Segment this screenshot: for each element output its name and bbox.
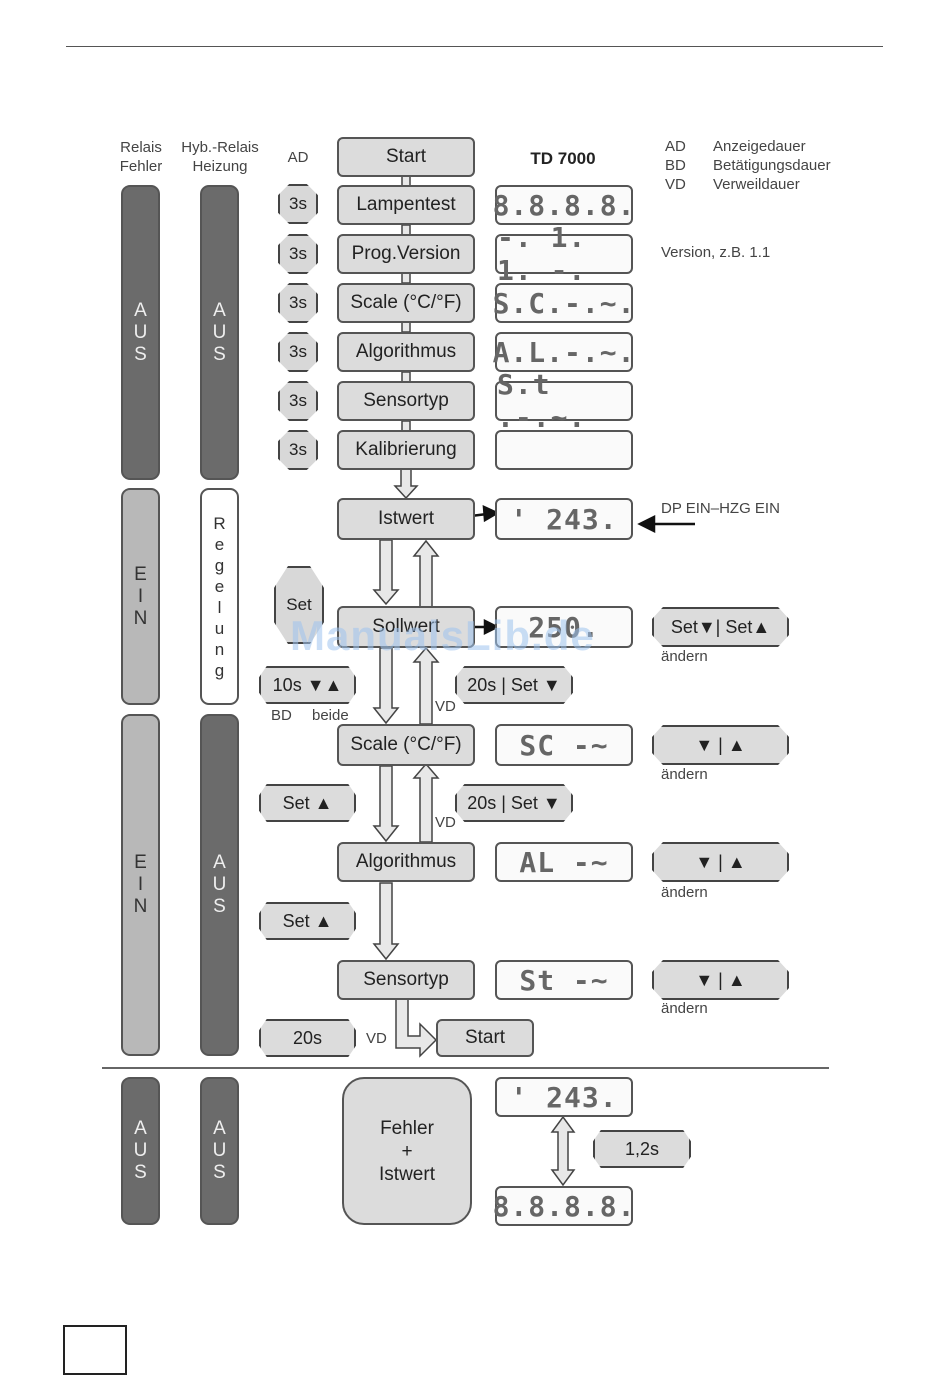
step-start: Start: [337, 137, 475, 177]
header-ad: AD: [287, 149, 309, 166]
timer-1-2s-button[interactable]: 1,2s: [593, 1130, 691, 1168]
legend-bd-key: BD: [665, 157, 686, 174]
aendern-sollwert: ändern: [661, 648, 708, 665]
timer-3s-prog-version: 3s: [278, 234, 318, 274]
arrow-sensortyp-start: [395, 997, 438, 1058]
display-sensortyp: S.t .-.~.: [495, 368, 633, 434]
arrow-scale-alg: [372, 765, 400, 843]
timer-10s-button[interactable]: 10s ▼▲: [259, 666, 356, 704]
legend-bd-val: Betätigungsdauer: [713, 157, 831, 174]
aendern-sensortyp: ändern: [661, 1000, 708, 1017]
arrow-alg-sollwert: [412, 762, 440, 843]
set-button-tall[interactable]: Set: [274, 566, 324, 644]
timer-3s-scale: 3s: [278, 283, 318, 323]
timer-20s-button[interactable]: 20s: [259, 1019, 356, 1057]
step-sollwert: Sollwert: [337, 606, 475, 648]
timer-20s-set-down-button-2[interactable]: 20s | Set ▼: [455, 784, 573, 822]
aendern-scale: ändern: [661, 766, 708, 783]
hyb-relais-aus-bar-2: A U S: [200, 714, 239, 1056]
step-sensortyp-2: Sensortyp: [337, 960, 475, 1000]
relais-fehler-aus-bar: A U S: [121, 185, 160, 480]
aendern-algorithmus: ändern: [661, 884, 708, 901]
label-vd-1: VD: [435, 698, 456, 715]
relais-fehler-aus-bar-3: A U S: [121, 1077, 160, 1225]
arrow-scale-sollwert: [412, 646, 440, 725]
step-scale: Scale (°C/°F): [337, 283, 475, 323]
page-number-box: [63, 1325, 127, 1375]
arrow-istwert-sollwert: [372, 539, 400, 606]
legend-ad-val: Anzeigedauer: [713, 138, 806, 155]
legend-vd-val: Verweildauer: [713, 176, 800, 193]
step-start-2: Start: [436, 1019, 534, 1057]
arrow-sollwert-scale: [372, 647, 400, 725]
top-rule: [66, 46, 883, 47]
down-up-button-sensortyp[interactable]: ▼ | ▲: [652, 960, 789, 1000]
dp-note: DP EIN–HZG EIN: [661, 500, 780, 517]
display-kalibrierung: [495, 430, 633, 470]
arrow-dp-head: [637, 514, 656, 534]
label-vd-2: VD: [435, 814, 456, 831]
step-istwert: Istwert: [337, 498, 475, 540]
step-lampentest: Lampentest: [337, 185, 475, 225]
step-kalibrierung: Kalibrierung: [337, 430, 475, 470]
timer-3s-kalibrierung: 3s: [278, 430, 318, 470]
set-down-set-up-button[interactable]: Set▼| Set▲: [652, 607, 789, 647]
timer-3s-lampentest: 3s: [278, 184, 318, 224]
timer-3s-algorithmus: 3s: [278, 332, 318, 372]
step-prog-version: Prog.Version: [337, 234, 475, 274]
step-scale-2: Scale (°C/°F): [337, 724, 475, 766]
hyb-relais-aus-bar: A U S: [200, 185, 239, 480]
relais-fehler-ein-bar-1: E I N: [121, 488, 160, 705]
display-scale-2: SC -~: [495, 724, 633, 766]
label-vd-3: VD: [366, 1030, 387, 1047]
label-beide: beide: [312, 707, 349, 724]
display-prog-version: -. 1. 1. -.: [495, 221, 633, 287]
label-bd: BD: [271, 707, 292, 724]
timer-20s-set-down-button-1[interactable]: 20s | Set ▼: [455, 666, 573, 704]
arrow-sollwert-istwert: [412, 539, 440, 608]
hyb-relais-regelung-bar: R e g e l u n g: [200, 488, 239, 705]
display-algorithmus: A.L.-.~.: [493, 332, 634, 372]
display-fehler-istwert: ' 243.: [495, 1077, 633, 1117]
link-4: [401, 321, 411, 333]
arrow-kal-istwert: [393, 468, 419, 500]
link-3: [401, 272, 411, 284]
display-fehler-lampentest: 8.8.8.8.: [493, 1186, 634, 1226]
arrow-sollwert-display-head: [483, 618, 500, 636]
header-relais-fehler: Relais Fehler: [119, 139, 163, 175]
display-istwert: ' 243.: [495, 498, 633, 540]
set-up-button-1[interactable]: Set ▲: [259, 784, 356, 822]
timer-3s-sensortyp: 3s: [278, 381, 318, 421]
version-note: Version, z.B. 1.1: [661, 244, 771, 261]
display-algorithmus-2: AL -~: [495, 842, 633, 882]
step-algorithmus-2: Algorithmus: [337, 842, 475, 882]
relais-fehler-ein-bar-2: E I N: [121, 714, 160, 1056]
display-lampentest: 8.8.8.8.: [493, 185, 634, 225]
legend-vd-key: VD: [665, 176, 686, 193]
header-hyb-relais: Hyb.-Relais Heizung: [181, 139, 259, 175]
set-up-button-2[interactable]: Set ▲: [259, 902, 356, 940]
display-sollwert: 250.: [495, 606, 633, 648]
hyb-relais-aus-bar-3: A U S: [200, 1077, 239, 1225]
arrow-alg-sensortyp: [372, 882, 400, 961]
watermark: ManualsLib.de: [290, 612, 595, 659]
legend: AD Anzeigedauer BD Betätigungsdauer VD Verw…: [665, 137, 865, 194]
arrow-fehler-toggle: [550, 1115, 576, 1187]
display-scale: S.C.-.~.: [493, 283, 634, 323]
down-up-button-scale[interactable]: ▼ | ▲: [652, 725, 789, 765]
step-sensortyp: Sensortyp: [337, 381, 475, 421]
step-algorithmus: Algorithmus: [337, 332, 475, 372]
step-fehler-istwert: Fehler + Istwert: [342, 1077, 472, 1225]
display-sensortyp-2: St -~: [495, 960, 633, 1000]
arrow-istwert-display-head: [482, 504, 500, 523]
down-up-button-algorithmus[interactable]: ▼ | ▲: [652, 842, 789, 882]
header-td7000: TD 7000: [530, 149, 596, 168]
legend-ad-key: AD: [665, 138, 686, 155]
